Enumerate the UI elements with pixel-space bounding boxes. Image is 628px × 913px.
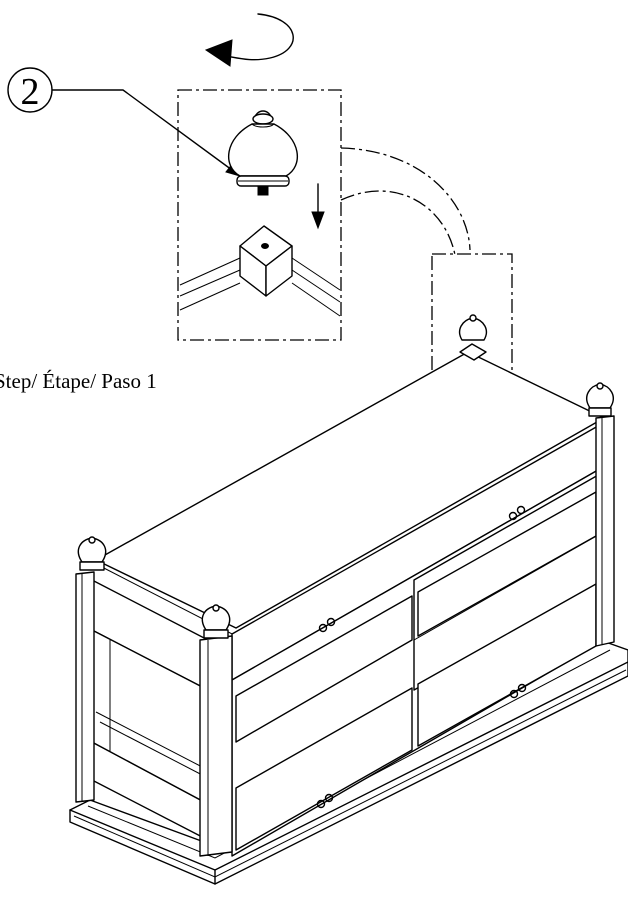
post-top-corner: [179, 225, 341, 317]
finial-knob: [228, 110, 298, 196]
drawer-handle-icon: [318, 617, 336, 633]
finial-back-right: [458, 314, 488, 361]
post-front-right: [595, 415, 615, 647]
finial-front-left: [201, 604, 231, 639]
drawer-handle-icon: [316, 793, 334, 809]
detail-frame: [177, 89, 342, 341]
dresser: [69, 314, 628, 885]
drawer-upper-left: [235, 595, 413, 743]
finial-front-right: [586, 382, 614, 417]
detail-inset: [177, 89, 342, 341]
post-back-left: [75, 571, 95, 803]
drawer-lower-left: [235, 687, 413, 851]
drawer-handle-icon: [508, 505, 526, 521]
drawer-handle-icon: [509, 683, 527, 699]
rotate-clockwise-arrow-icon: [204, 13, 294, 67]
part-number: 2: [21, 71, 40, 113]
detail-leader: [340, 147, 471, 256]
finial-back-left: [77, 536, 107, 571]
detail-reference-frame: [431, 253, 513, 383]
dresser-base: [69, 639, 628, 885]
down-arrow-icon: [311, 183, 325, 230]
post-front-left: [199, 635, 233, 857]
step-label: Step/ Étape/ Paso 1: [0, 369, 157, 393]
part-callout: 2: [7, 67, 242, 177]
